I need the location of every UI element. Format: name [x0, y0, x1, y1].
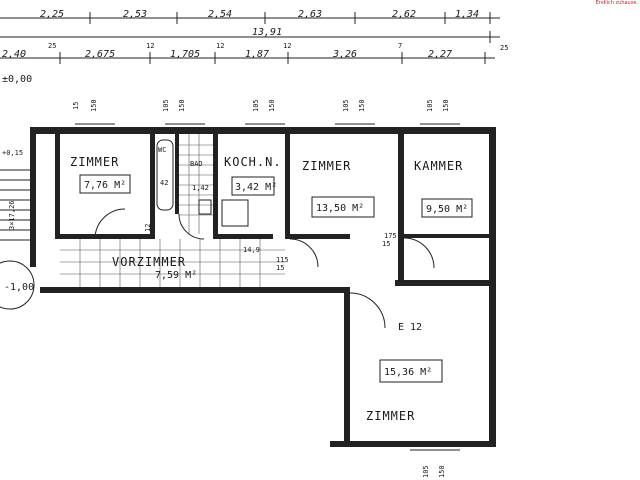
- tile-grid: [60, 134, 285, 287]
- walls: [30, 127, 496, 447]
- bathtub: [156, 139, 174, 211]
- dim-top-6: 1,34: [455, 9, 479, 20]
- room-kammer-name: KAMMER: [414, 159, 463, 173]
- room-zimmer-3-area-box: [379, 359, 443, 383]
- mark-11: 105: [422, 465, 430, 478]
- dim-second-3: 2,675: [85, 49, 115, 60]
- mark-4: 150: [178, 99, 186, 112]
- dim-second-4: 12: [146, 42, 154, 50]
- washbasin: [198, 199, 212, 215]
- door-mark-10: 15: [276, 264, 284, 272]
- mark-6: 150: [268, 99, 276, 112]
- dim-second-6: 12: [216, 42, 224, 50]
- dim-top-3: 2,54: [208, 9, 232, 20]
- door-mark-8: 15: [382, 240, 390, 248]
- room-vorzimmer-area: 7,59 M²: [155, 270, 197, 281]
- room-zimmer-3-note: E 12: [398, 322, 422, 333]
- level-circle: [0, 260, 35, 310]
- level-plus: +0,15: [2, 149, 23, 157]
- room-kochn-area-box: [231, 176, 275, 196]
- door-mark-1: 42: [160, 179, 168, 187]
- stair-dim: 3×17,26: [8, 200, 16, 230]
- mark-8: 150: [358, 99, 366, 112]
- room-zimmer-2-name: ZIMMER: [302, 159, 351, 173]
- mark-12: 150: [438, 465, 446, 478]
- dim-top-1: 2,25: [40, 9, 64, 20]
- stair: [0, 169, 30, 241]
- door-mark-12: 14,9: [243, 246, 260, 254]
- dim-second-12: 25: [500, 44, 508, 52]
- dim-second-11: 2,27: [428, 49, 452, 60]
- room-bad-name: BAD: [190, 160, 203, 168]
- room-zimmer-3-name: ZIMMER: [366, 409, 415, 423]
- room-zimmer-2-area-box: [311, 196, 375, 218]
- room-zimmer-3-area: 15,36 M²: [384, 367, 432, 378]
- dim-total: 13,91: [252, 27, 282, 38]
- mark-7: 105: [342, 99, 350, 112]
- level-zero: ±0,00: [2, 74, 32, 85]
- dim-second-10: 7: [398, 42, 402, 50]
- dim-second-9: 3,26: [332, 49, 357, 60]
- room-kochn-name: KOCH.N.: [224, 155, 282, 169]
- dim-top-4: 2,63: [298, 9, 322, 20]
- room-wc-name: WC: [158, 146, 166, 154]
- dim-second-5: 1,705: [170, 49, 200, 60]
- mark-10: 150: [442, 99, 450, 112]
- door-mark-9: 115: [276, 256, 289, 264]
- mark-5: 105: [252, 99, 260, 112]
- door-swings: [94, 208, 435, 329]
- mark-1: 15: [72, 102, 80, 110]
- dim-second-8: 12: [283, 42, 291, 50]
- windows: [75, 123, 460, 451]
- door-mark-3: 12: [144, 224, 152, 232]
- logo-tagline: Endlich zuhause.: [595, 0, 638, 6]
- room-kochn-area: 3,42 M²: [235, 182, 277, 193]
- dim-top-5: 2,62: [392, 9, 416, 20]
- door-mark-7: 175: [384, 232, 397, 240]
- room-kammer-area: 9,50 M²: [426, 204, 468, 215]
- level-minus: -1,00: [4, 282, 34, 293]
- stove: [221, 199, 249, 227]
- room-zimmer-1-area: 7,76 M²: [84, 180, 126, 191]
- brand-logo: Endlich zuhause.: [584, 0, 640, 16]
- room-zimmer-1-area-box: [79, 174, 131, 194]
- room-zimmer-2-area: 13,50 M²: [316, 203, 364, 214]
- dim-second-1: 2,40: [2, 49, 26, 60]
- room-vorzimmer-name: VORZIMMER: [112, 255, 186, 269]
- room-kammer-area-box: [421, 198, 473, 218]
- dimension-ticks: [59, 12, 496, 64]
- dim-second-2: 25: [48, 42, 56, 50]
- mark-3: 105: [162, 99, 170, 112]
- dim-top-2: 2,53: [123, 9, 147, 20]
- mark-9: 105: [426, 99, 434, 112]
- room-zimmer-1-name: ZIMMER: [70, 155, 119, 169]
- door-mark-2: 1,42: [192, 184, 209, 192]
- dim-second-7: 1,87: [245, 49, 269, 60]
- mark-2: 150: [90, 99, 98, 112]
